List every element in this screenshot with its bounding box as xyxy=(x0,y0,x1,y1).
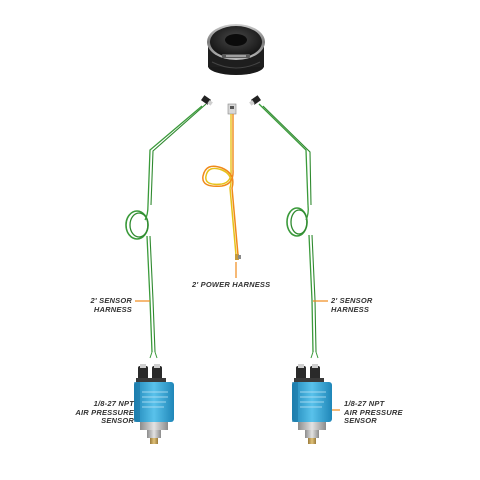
connector-icon xyxy=(201,95,213,106)
right-sensor-harness-line1: 2' SENSOR xyxy=(331,296,373,305)
right-sensor-line3: SENSOR xyxy=(344,416,377,425)
left-sensor-harness xyxy=(125,95,213,359)
right-sensor-line2: AIR PRESSURE xyxy=(344,407,403,417)
left-sensor-harness-line2: HARNESS xyxy=(93,304,132,314)
power-harness-label: 2' POWER HARNESS xyxy=(192,280,271,290)
left-sensor-harness-line1: 2' SENSOR xyxy=(90,296,132,305)
pressure-sensor-icon xyxy=(134,364,174,444)
right-sensor-harness-label: 2' SENSOR HARNESS xyxy=(331,296,373,314)
power-harness-text: 2' POWER HARNESS xyxy=(192,280,271,289)
right-sensor-harness-line2: HARNESS xyxy=(331,304,370,314)
connector-icon xyxy=(249,95,261,106)
right-sensor-label: 1/8-27 NPT AIR PRESSURE SENSOR xyxy=(344,399,403,426)
left-sensor-harness-label: 2' SENSOR HARNESS xyxy=(84,296,132,314)
left-sensor-line1: 1/8-27 NPT xyxy=(93,399,134,408)
left-sensor-label: 1/8-27 NPT AIR PRESSURE SENSOR xyxy=(64,399,134,426)
right-sensor-line1: 1/8-27 NPT xyxy=(344,399,385,408)
gauge-icon xyxy=(207,24,265,75)
left-sensor-line2: AIR PRESSURE xyxy=(75,407,134,417)
right-sensor-harness xyxy=(249,95,319,359)
left-sensor-line3: SENSOR xyxy=(101,416,134,425)
power-harness xyxy=(202,103,241,260)
connector-icon xyxy=(227,103,237,115)
pressure-sensor-icon xyxy=(292,364,332,444)
